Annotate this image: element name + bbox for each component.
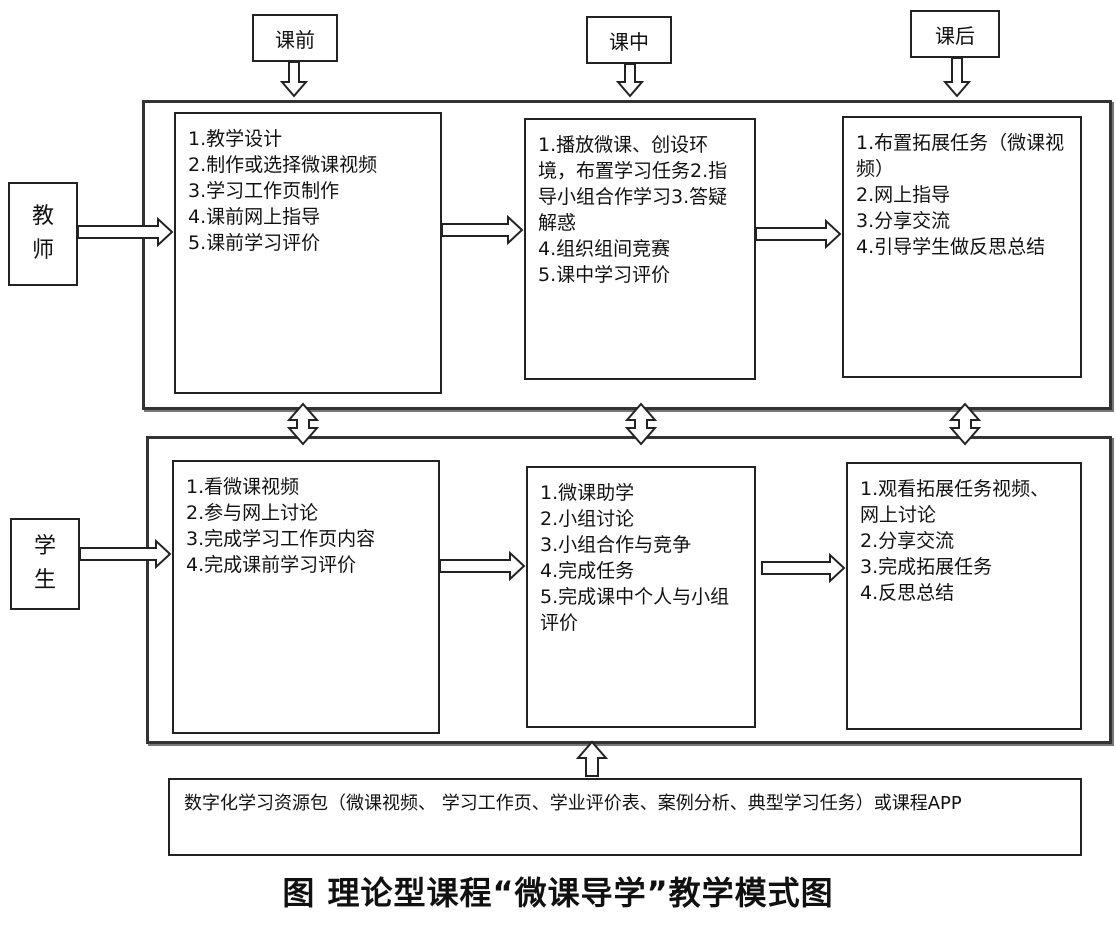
- list-item: 1.播放微课、创设环境，布置学习任务2.指导小组合作学习3.答疑解惑: [538, 134, 728, 234]
- list-item: 2.分享交流: [860, 530, 955, 552]
- resource-box: 数字化学习资源包（微课视频、 学习工作页、学业评价表、案例分析、典型学习任务）或…: [168, 778, 1082, 856]
- list-item: 1.微课助学: [540, 482, 635, 504]
- list-item: 4.反思总结: [860, 582, 955, 604]
- phase-post-text: 课后: [935, 23, 975, 48]
- list-item: 1.观看拓展任务视频、网上讨论: [860, 478, 1050, 526]
- phase-pre-text: 课前: [275, 27, 315, 52]
- list-item: 3.小组合作与竞争: [540, 534, 692, 556]
- teacher-role-box: 教师: [8, 182, 78, 286]
- down-arrow-icon: [942, 57, 972, 98]
- list-item: 1.布置拓展任务（微课视频）: [856, 132, 1065, 180]
- up-arrow-icon: [575, 740, 609, 777]
- list-item: 2.制作或选择微课视频: [188, 154, 378, 176]
- phase-during-text: 课中: [609, 29, 649, 54]
- teacher-pre-box: 1.教学设计 2.制作或选择微课视频 3.学习工作页制作 4.课前网上指导 5.…: [174, 112, 442, 394]
- list-item: 3.学习工作页制作: [188, 180, 340, 202]
- list-item: 4.完成课前学习评价: [186, 554, 357, 576]
- student-during-box: 1.微课助学 2.小组讨论 3.小组合作与竞争 4.完成任务 5.完成课中个人与…: [526, 466, 756, 728]
- teacher-during-list: 1.播放微课、创设环境，布置学习任务2.指导小组合作学习3.答疑解惑 4.组织组…: [538, 132, 742, 288]
- teacher-during-box: 1.播放微课、创设环境，布置学习任务2.指导小组合作学习3.答疑解惑 4.组织组…: [524, 118, 756, 380]
- phase-pre-label: 课前: [252, 14, 338, 62]
- teacher-post-list: 1.布置拓展任务（微课视频） 2.网上指导 3.分享交流 4.引导学生做反思总结: [856, 130, 1068, 260]
- down-arrow-icon: [615, 63, 645, 98]
- student-pre-list: 1.看微课视频 2.参与网上讨论 3.完成学习工作页内容 4.完成课前学习评价: [186, 474, 426, 578]
- student-role-text: 学生: [33, 534, 56, 593]
- figure-caption: 图 理论型课程“微课导学”教学模式图: [282, 874, 834, 912]
- list-item: 3.完成学习工作页内容: [186, 528, 376, 550]
- teacher-post-box: 1.布置拓展任务（微课视频） 2.网上指导 3.分享交流 4.引导学生做反思总结: [842, 116, 1082, 378]
- student-post-list: 1.观看拓展任务视频、网上讨论 2.分享交流 3.完成拓展任务 4.反思总结: [860, 476, 1068, 606]
- list-item: 2.参与网上讨论: [186, 502, 319, 524]
- list-item: 4.引导学生做反思总结: [856, 236, 1046, 258]
- student-role-box: 学生: [10, 518, 80, 610]
- list-item: 5.完成课中个人与小组评价: [540, 586, 730, 634]
- phase-during-label: 课中: [586, 16, 672, 64]
- list-item: 5.课中学习评价: [538, 264, 671, 286]
- list-item: 2.网上指导: [856, 184, 951, 206]
- list-item: 1.教学设计: [188, 128, 283, 150]
- list-item: 1.看微课视频: [186, 476, 300, 498]
- resource-text: 数字化学习资源包（微课视频、 学习工作页、学业评价表、案例分析、典型学习任务）或…: [184, 793, 962, 814]
- list-item: 4.课前网上指导: [188, 206, 321, 228]
- student-post-box: 1.观看拓展任务视频、网上讨论 2.分享交流 3.完成拓展任务 4.反思总结: [846, 462, 1082, 730]
- down-arrow-icon: [279, 61, 309, 98]
- teacher-role-text: 教师: [31, 204, 54, 263]
- phase-post-label: 课后: [910, 10, 1000, 58]
- list-item: 2.小组讨论: [540, 508, 635, 530]
- student-during-list: 1.微课助学 2.小组讨论 3.小组合作与竞争 4.完成任务 5.完成课中个人与…: [540, 480, 742, 636]
- list-item: 3.完成拓展任务: [860, 556, 993, 578]
- list-item: 3.分享交流: [856, 210, 951, 232]
- teacher-pre-list: 1.教学设计 2.制作或选择微课视频 3.学习工作页制作 4.课前网上指导 5.…: [188, 126, 428, 256]
- list-item: 4.完成任务: [540, 560, 635, 582]
- list-item: 5.课前学习评价: [188, 232, 321, 254]
- student-pre-box: 1.看微课视频 2.参与网上讨论 3.完成学习工作页内容 4.完成课前学习评价: [172, 460, 440, 734]
- list-item: 4.组织组间竞赛: [538, 238, 671, 260]
